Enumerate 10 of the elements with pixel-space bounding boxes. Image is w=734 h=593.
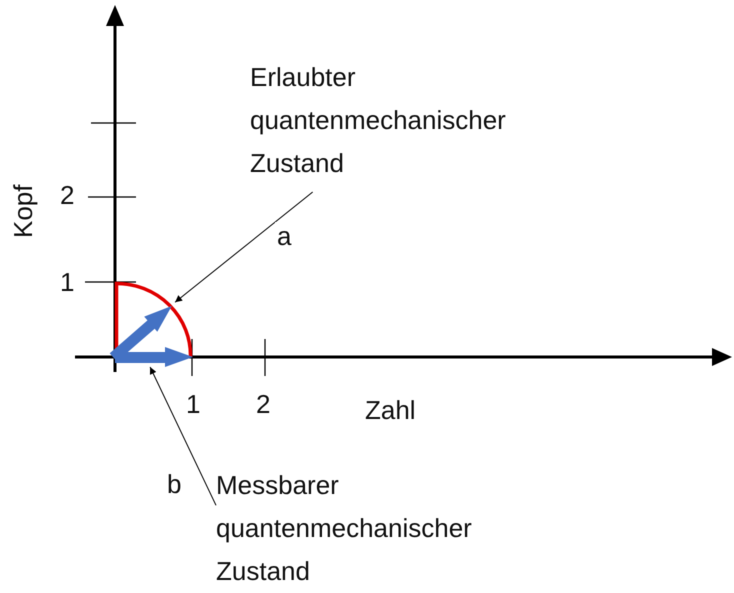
annotation-text: Messbarer quantenmechanischer Zustand — [216, 464, 546, 593]
axis-title: Zahl — [365, 395, 416, 425]
axis-title: Kopf — [8, 184, 38, 238]
leader-line — [174, 192, 314, 303]
leader-line — [150, 366, 216, 506]
tick-label: 1 — [60, 267, 74, 297]
tick-label: 2 — [256, 389, 270, 419]
annotation-text: Erlaubter quantenmechanischer Zustand — [250, 56, 580, 185]
tick-label: 2 — [60, 180, 74, 210]
tick-label: 1 — [186, 389, 200, 419]
